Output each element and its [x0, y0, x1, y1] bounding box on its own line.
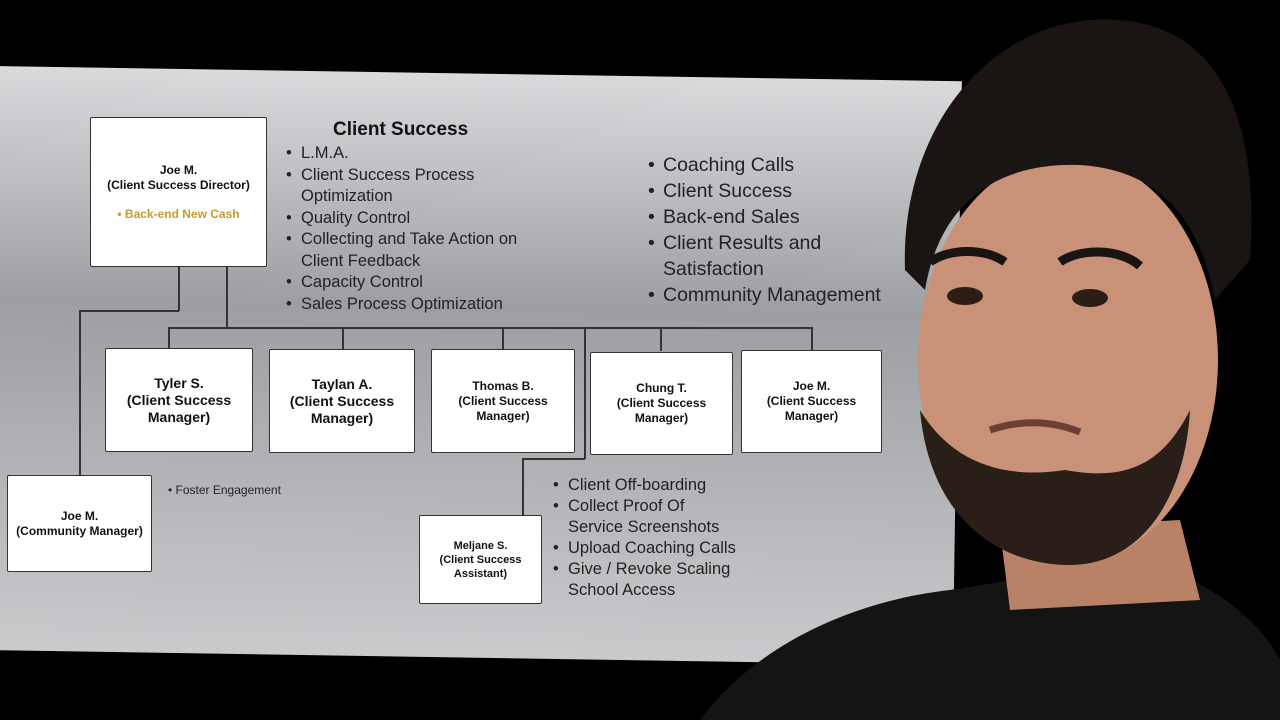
assistant-role: (Client Success Assistant): [439, 553, 522, 580]
director-role: (Client Success Director): [107, 177, 250, 192]
manager-role: (Client Success Manager): [616, 396, 707, 425]
connector-line: [79, 310, 81, 476]
list-item: Collecting and Take Action on Client Fee…: [286, 229, 546, 272]
connector-line: [660, 327, 662, 351]
list-item: Quality Control: [286, 208, 546, 230]
list-item: Community Management: [648, 282, 928, 308]
connector-line: [168, 327, 170, 349]
director-name: Joe M.: [159, 162, 198, 177]
list-item: Client Results and Satisfaction: [648, 230, 863, 282]
manager-role: (Client Success Manager): [289, 392, 395, 426]
connector-line: [522, 458, 585, 460]
manager-box-taylan: Taylan A. (Client Success Manager): [269, 349, 415, 453]
connector-line: [502, 327, 504, 349]
connector-line: [811, 327, 813, 351]
community-manager-name: Joe M.: [60, 508, 99, 523]
assistant-box: Meljane S. (Client Success Assistant): [419, 515, 542, 604]
community-note: • Foster Engagement: [168, 483, 281, 497]
manager-box-tyler: Tyler S. (Client Success Manager): [105, 348, 253, 452]
connector-line: [168, 327, 813, 329]
manager-name: Tyler S.: [154, 374, 204, 391]
list-item: L.M.A.: [286, 143, 546, 165]
list-item: Give / Revoke Scaling School Access: [553, 559, 758, 601]
community-manager-box: Joe M. (Community Manager): [7, 475, 152, 572]
list-item: Capacity Control: [286, 272, 546, 294]
assistant-tasks-list: Client Off-boarding Collect Proof Of Ser…: [553, 475, 773, 601]
connector-line: [178, 266, 180, 311]
manager-name: Joe M.: [792, 379, 831, 393]
connector-line: [584, 327, 586, 459]
focus-areas-list: Coaching Calls Client Success Back-end S…: [648, 152, 928, 308]
list-item: Client Off-boarding: [553, 475, 773, 496]
director-box: Joe M. (Client Success Director) • Back-…: [90, 117, 267, 267]
list-item: Client Success: [648, 178, 928, 204]
manager-name: Thomas B.: [472, 378, 534, 393]
responsibilities-list: L.M.A. Client Success Process Optimizati…: [286, 143, 546, 315]
manager-box-joe: Joe M. (Client Success Manager): [741, 350, 882, 453]
list-item: Back-end Sales: [648, 204, 928, 230]
manager-role: (Client Success Manager): [126, 391, 232, 425]
manager-role: (Client Success Manager): [766, 394, 857, 423]
community-manager-role: (Community Manager): [16, 523, 143, 538]
list-item: Client Success Process Optimization: [286, 165, 546, 208]
diagram-title: Client Success: [333, 119, 469, 140]
manager-role: (Client Success Manager): [458, 393, 548, 423]
connector-line: [226, 266, 228, 328]
assistant-name: Meljane S.: [453, 539, 508, 552]
list-item: Collect Proof Of Service Screenshots: [553, 496, 728, 538]
connector-line: [79, 310, 179, 312]
manager-name: Taylan A.: [311, 375, 373, 392]
manager-name: Chung T.: [636, 381, 687, 395]
manager-box-thomas: Thomas B. (Client Success Manager): [431, 349, 575, 453]
list-item: Upload Coaching Calls: [553, 538, 773, 559]
connector-line: [522, 458, 524, 516]
manager-box-chung: Chung T. (Client Success Manager): [590, 352, 733, 455]
list-item: Sales Process Optimization: [286, 294, 546, 316]
connector-line: [342, 327, 344, 349]
list-item: Coaching Calls: [648, 152, 928, 178]
director-note: • Back-end New Cash: [117, 206, 240, 221]
